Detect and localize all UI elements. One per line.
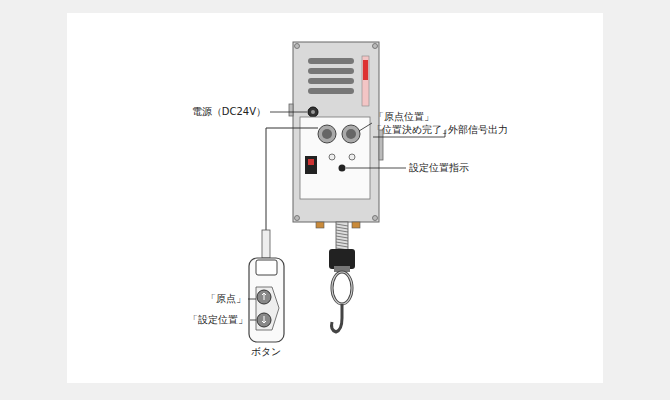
pendant-body bbox=[249, 258, 284, 342]
pendant-cap bbox=[256, 260, 277, 275]
led bbox=[329, 154, 335, 160]
power-switch bbox=[305, 156, 317, 174]
callout-label: 「原点位置」 bbox=[374, 111, 434, 123]
button-arrow bbox=[262, 316, 266, 323]
cable bbox=[266, 128, 318, 232]
button-arrow bbox=[262, 293, 266, 300]
callout-label: 電源（DC24V） bbox=[192, 106, 266, 118]
vent-slots bbox=[308, 58, 354, 94]
threads bbox=[336, 224, 348, 250]
callout-label: 「位置決め完了」 bbox=[372, 124, 452, 136]
screws bbox=[295, 44, 378, 221]
shackle-shine bbox=[332, 272, 352, 304]
side-tab bbox=[289, 104, 293, 116]
threaded-rod bbox=[336, 222, 348, 250]
power-jack bbox=[308, 107, 318, 117]
indicator-strip bbox=[362, 56, 369, 106]
connector-in bbox=[318, 125, 336, 143]
connector-core bbox=[346, 129, 356, 139]
connector-out bbox=[342, 125, 360, 143]
power-jack-pin bbox=[311, 110, 315, 114]
callout-label: 「原点」 bbox=[206, 293, 246, 305]
switch-lever bbox=[308, 159, 314, 165]
set-button bbox=[257, 313, 271, 327]
indicator-red bbox=[363, 60, 368, 80]
callout-label: ボタン bbox=[251, 346, 281, 358]
white-ground bbox=[67, 13, 603, 383]
foot bbox=[352, 222, 360, 228]
strain-relief bbox=[262, 230, 270, 258]
button-plate bbox=[256, 287, 279, 330]
led bbox=[349, 154, 355, 160]
control-panel bbox=[300, 117, 370, 199]
origin-button bbox=[257, 290, 271, 304]
hook bbox=[332, 304, 343, 332]
setting-knob bbox=[339, 165, 346, 172]
callout-label: 設定位置指示 bbox=[409, 162, 469, 174]
leader-lines bbox=[248, 112, 445, 320]
callout-label: 「設定位置」 bbox=[188, 314, 248, 326]
housing bbox=[293, 42, 379, 222]
shackle bbox=[332, 272, 352, 304]
connector-core bbox=[322, 129, 332, 139]
foot bbox=[316, 222, 324, 228]
callout-label: 外部信号出力 bbox=[448, 124, 508, 136]
